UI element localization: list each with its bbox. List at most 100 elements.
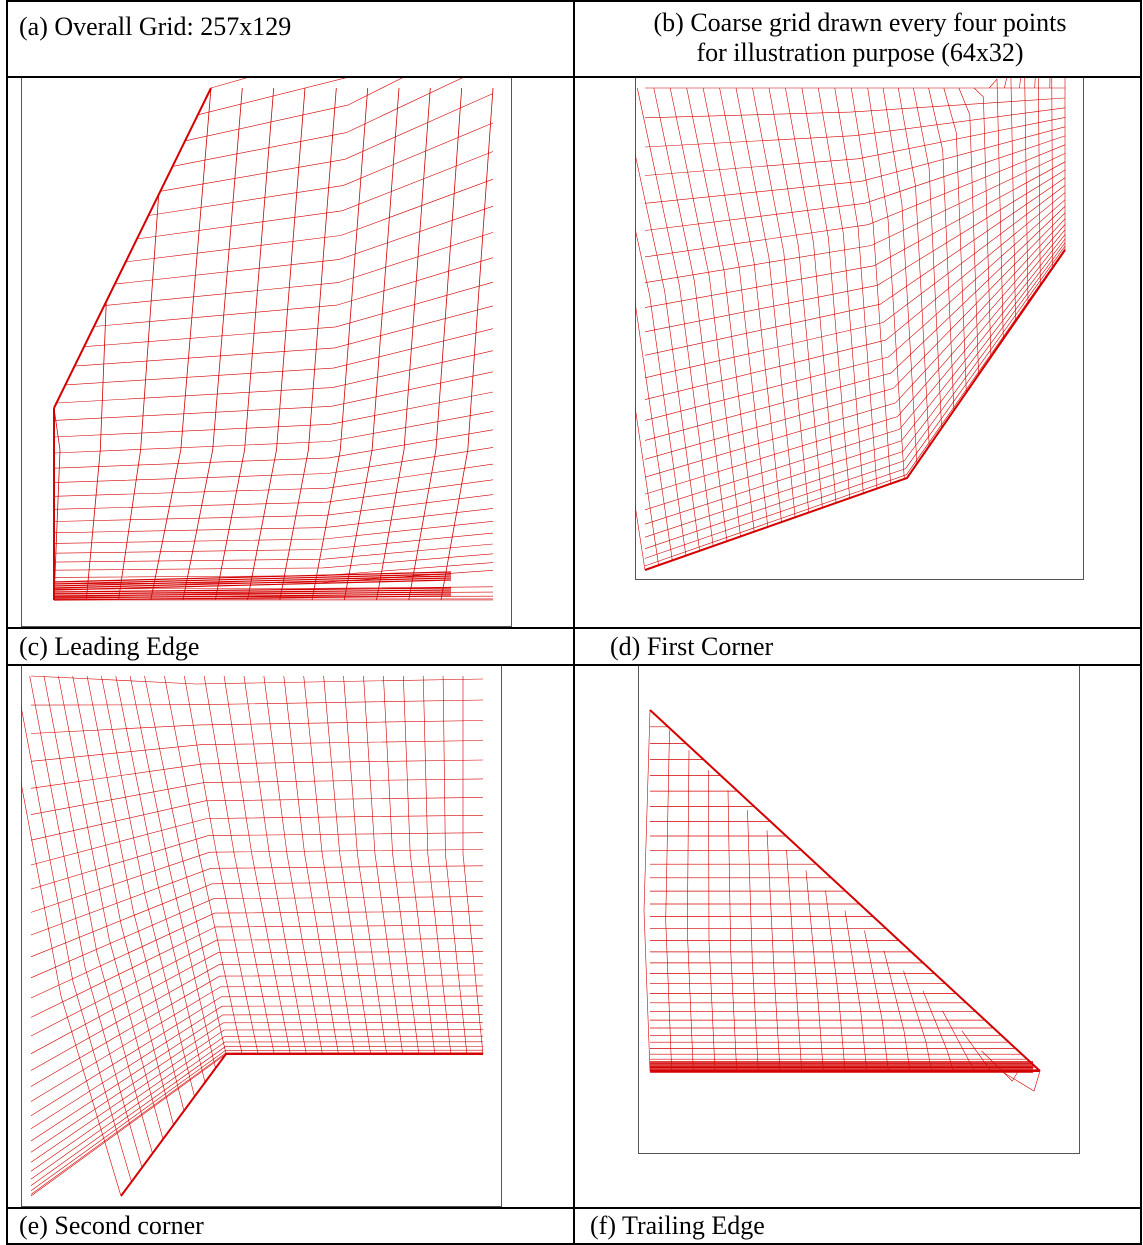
panel-d-first-corner: [638, 666, 1080, 1154]
grid-line-radial: [752, 87, 810, 513]
grid-line-stream: [30, 974, 484, 1087]
grid-line-stream: [74, 305, 494, 367]
grid-line-stream: [644, 245, 1066, 559]
grid-line-stream: [84, 281, 494, 347]
grid-line-stream: [30, 985, 484, 1102]
grid-line-stream: [104, 232, 494, 306]
grid-line-radial: [243, 675, 307, 1055]
grid-line-radial: [988, 78, 1004, 340]
grid-line-stream: [30, 896, 484, 979]
grid-line-radial: [184, 675, 259, 1055]
grid-line-stream: [644, 248, 1066, 567]
boundary-layer-line: [53, 593, 452, 599]
grid-line-stream: [30, 778, 484, 815]
grid-line-radial: [635, 226, 687, 556]
grid-line-stream: [53, 429, 494, 469]
grid-line-stream: [53, 543, 494, 563]
grid-line-radial: [686, 87, 755, 532]
grid-line-radial: [462, 676, 484, 1055]
table-rule-left: [6, 0, 8, 1245]
grid-line-radial: [303, 675, 355, 1055]
grid-line-stream: [644, 135, 1066, 231]
grid-line-radial: [85, 301, 107, 601]
grid-line-radial: [247, 87, 306, 601]
grid-line-radial: [72, 675, 174, 1126]
table-rule-middle: [573, 0, 575, 1245]
grid-line-radial: [702, 87, 769, 527]
boundary-layer-line: [53, 577, 452, 589]
grid-line-radial: [144, 675, 227, 1055]
grid-line-stream: [30, 951, 484, 1054]
grid-line-radial: [203, 675, 275, 1055]
grid-line-radial: [844, 910, 867, 1072]
grid-line-stream: [148, 122, 494, 216]
grid-line-stream: [644, 177, 1066, 356]
grid-line-radial: [643, 709, 651, 1072]
grid-line-stream: [53, 521, 494, 544]
grid-line-stream: [30, 910, 484, 999]
grid-line-stream: [53, 391, 494, 438]
grid-line-stream: [644, 97, 1066, 119]
panel-c-frame: [21, 666, 502, 1207]
caption-d: (d) First Corner: [610, 632, 774, 661]
grid-line-radial: [825, 890, 846, 1072]
grid-line-radial: [53, 407, 61, 601]
grid-line-stream: [172, 78, 463, 167]
grid-line-radial: [323, 675, 371, 1055]
grid-line-stream: [644, 144, 1066, 258]
grid-line-radial: [981, 1050, 1019, 1082]
grid-line-radial: [283, 675, 339, 1055]
grid-line-radial: [766, 830, 781, 1072]
grid-line-stream: [644, 117, 1066, 176]
boundary-layer-line: [53, 573, 452, 585]
grid-line-stream: [197, 78, 347, 116]
grid-line-radial: [686, 750, 694, 1072]
grid-line-radial: [708, 770, 716, 1072]
grid-line-stream: [644, 218, 1066, 478]
grid-line-radial: [635, 299, 673, 561]
grid-line-radial: [101, 675, 195, 1097]
grid-line-radial: [719, 87, 782, 523]
overall-grid-mesh: [53, 78, 494, 601]
grid-line-stream: [53, 494, 494, 522]
panel-a-frame: [21, 78, 512, 627]
body-edge: [120, 1053, 483, 1197]
grid-line-radial: [727, 790, 737, 1072]
body-edge: [644, 249, 1066, 571]
boundary-layer-line: [53, 571, 452, 583]
grid-line-stream: [53, 553, 494, 571]
grid-line-radial: [440, 87, 494, 601]
grid-line-radial: [898, 87, 930, 446]
grid-line-radial: [735, 87, 796, 518]
grid-line-radial: [653, 87, 728, 542]
grid-line-stream: [53, 463, 494, 497]
grid-line-stream: [644, 238, 1066, 538]
grid-line-stream: [644, 107, 1066, 148]
grid-line-stream: [114, 205, 494, 285]
grid-line-radial: [363, 675, 403, 1055]
coarse-grid-mesh: [635, 78, 1066, 571]
grid-line-radial: [635, 152, 700, 551]
grid-line-stream: [30, 865, 484, 936]
grid-line-radial: [115, 675, 206, 1083]
grid-line-radial: [903, 970, 932, 1072]
panel-a-overall-grid: [21, 78, 512, 627]
grid-line-stream: [30, 832, 484, 890]
grid-line-stream: [644, 206, 1066, 441]
grid-line-stream: [53, 508, 494, 534]
grid-line-stream: [644, 229, 1066, 511]
grid-line-radial: [834, 87, 878, 489]
panel-c-leading-edge: [21, 666, 502, 1207]
grid-line-stream: [30, 720, 484, 734]
grid-line-stream: [30, 849, 484, 913]
grid-line-radial: [928, 87, 955, 411]
caption-b-line1: (b) Coarse grid drawn every four points: [653, 8, 1067, 37]
grid-line-radial: [768, 87, 823, 508]
grid-line-stream: [30, 815, 484, 866]
grid-line-radial: [867, 87, 905, 480]
grid-line-stream: [30, 1049, 484, 1192]
grid-line-stream: [93, 257, 494, 327]
grid-line-radial: [883, 950, 911, 1072]
panel-d-frame: [638, 666, 1080, 1154]
